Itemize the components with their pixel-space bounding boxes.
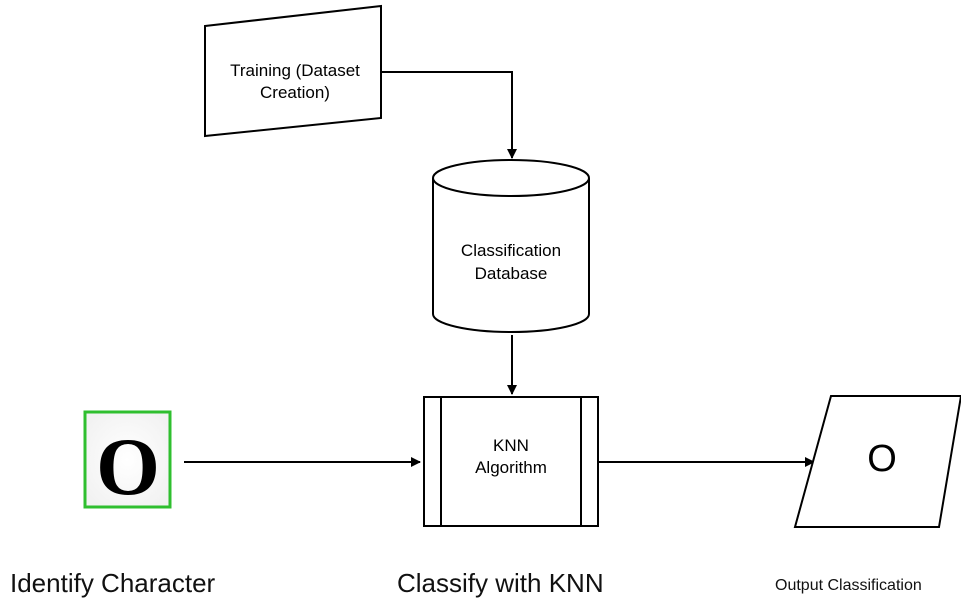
input-character-glyph: O (96, 421, 160, 512)
caption-classify-knn: Classify with KNN (397, 568, 604, 598)
input-character-image: O (83, 410, 172, 512)
knn-node: KNN Algorithm (423, 396, 599, 527)
database-label-line2: Database (475, 264, 548, 283)
output-character: O (867, 438, 897, 480)
training-label-line1: Training (Dataset (230, 61, 360, 80)
training-label-line2: Creation) (260, 83, 330, 102)
training-node: Training (Dataset Creation) (204, 4, 382, 138)
caption-output-classification: Output Classification (775, 577, 922, 594)
caption-identify-character: Identify Character (10, 568, 216, 598)
knn-label-line2: Algorithm (475, 458, 547, 477)
database-label-line1: Classification (461, 241, 561, 260)
arrow-training-to-database (381, 71, 517, 159)
database-node: Classification Database (432, 159, 590, 333)
output-node: O (793, 395, 961, 528)
knn-label-line1: KNN (493, 436, 529, 455)
